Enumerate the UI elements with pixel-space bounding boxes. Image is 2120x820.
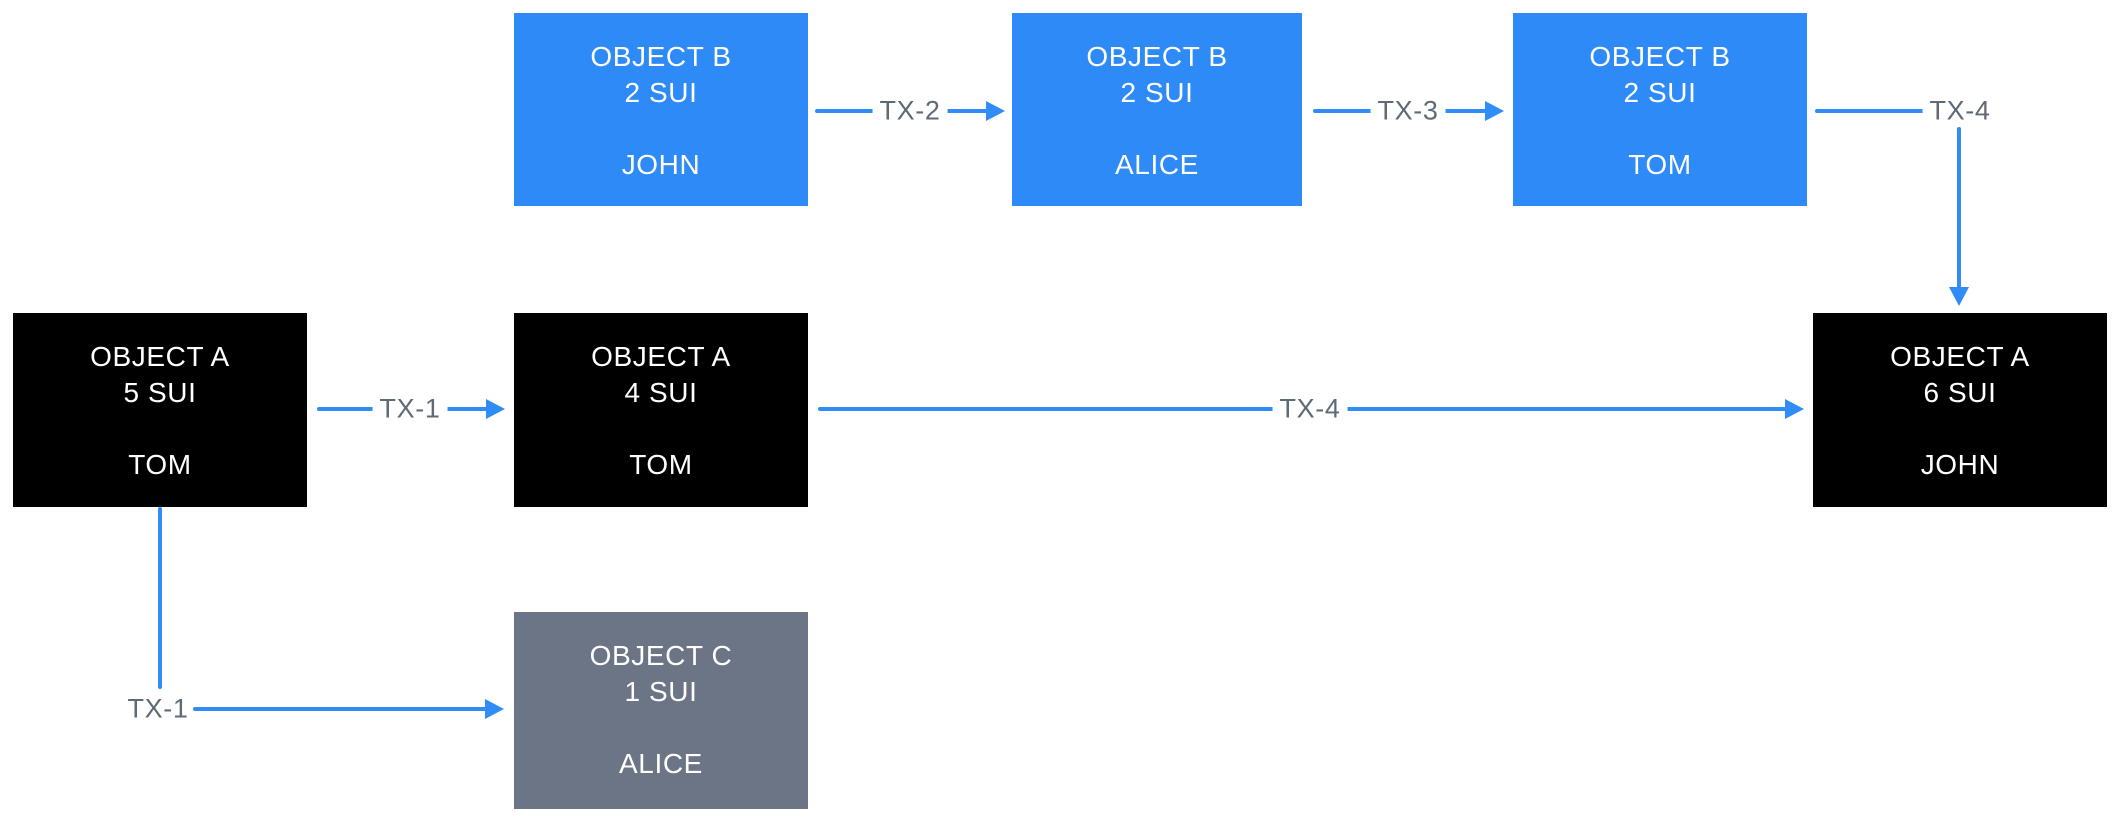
- object-owner: TOM: [128, 449, 192, 480]
- object-node-object-a-john-6: OBJECT A 6 SUI JOHN: [1813, 313, 2107, 507]
- object-amount: 2 SUI: [1120, 77, 1194, 108]
- object-title: OBJECT C: [589, 640, 733, 671]
- object-node-object-a-tom-4: OBJECT A 4 SUI TOM: [514, 313, 808, 507]
- object-node-object-c-alice: OBJECT C 1 SUI ALICE: [514, 612, 808, 809]
- arrowhead-right-icon-tx-4-long: [1785, 399, 1804, 419]
- object-amount: 2 SUI: [1623, 77, 1697, 108]
- object-title: OBJECT A: [90, 341, 230, 372]
- object-title: OBJECT A: [1890, 341, 2030, 372]
- arrowhead-right-icon-tx-2: [986, 101, 1005, 121]
- edge-label-tx-2: TX-2: [872, 95, 948, 127]
- object-amount: 1 SUI: [624, 676, 698, 707]
- edge-label-tx-3: TX-3: [1370, 95, 1446, 127]
- object-amount: 4 SUI: [624, 377, 698, 408]
- edge-line-tx-1-bottom: [158, 507, 162, 689]
- object-node-object-b-tom: OBJECT B 2 SUI TOM: [1513, 13, 1807, 206]
- arrowhead-right-icon-tx-3: [1485, 101, 1504, 121]
- object-owner: TOM: [1628, 149, 1692, 180]
- object-title: OBJECT B: [1589, 41, 1731, 72]
- arrowhead-right-icon-tx-1-mid: [486, 399, 505, 419]
- edge-label-tx-4-long: TX-4: [1272, 393, 1348, 425]
- object-owner: ALICE: [619, 748, 703, 779]
- object-title: OBJECT A: [591, 341, 731, 372]
- object-owner: JOHN: [1920, 449, 2000, 480]
- edge-line-tx-4-top: [1957, 127, 1961, 288]
- object-node-object-a-tom-5: OBJECT A 5 SUI TOM: [13, 313, 307, 507]
- object-title: OBJECT B: [1086, 41, 1228, 72]
- object-title: OBJECT B: [590, 41, 732, 72]
- arrowhead-down-icon-tx-4-top: [1949, 287, 1969, 306]
- edge-label-tx-1-bottom: TX-1: [120, 693, 196, 725]
- object-amount: 2 SUI: [624, 77, 698, 108]
- object-owner: JOHN: [621, 149, 701, 180]
- edge-line-tx-1-bottom: [193, 707, 490, 711]
- arrowhead-right-icon-tx-1-bottom: [485, 699, 504, 719]
- object-amount: 5 SUI: [123, 377, 197, 408]
- object-node-object-b-john: OBJECT B 2 SUI JOHN: [514, 13, 808, 206]
- edge-label-tx-4-top: TX-4: [1922, 95, 1998, 127]
- edge-line-tx-4-top: [1815, 109, 1946, 113]
- object-owner: TOM: [629, 449, 693, 480]
- object-node-object-b-alice: OBJECT B 2 SUI ALICE: [1012, 13, 1302, 206]
- edge-label-tx-1-mid: TX-1: [372, 393, 448, 425]
- object-owner: ALICE: [1115, 149, 1199, 180]
- object-amount: 6 SUI: [1923, 377, 1997, 408]
